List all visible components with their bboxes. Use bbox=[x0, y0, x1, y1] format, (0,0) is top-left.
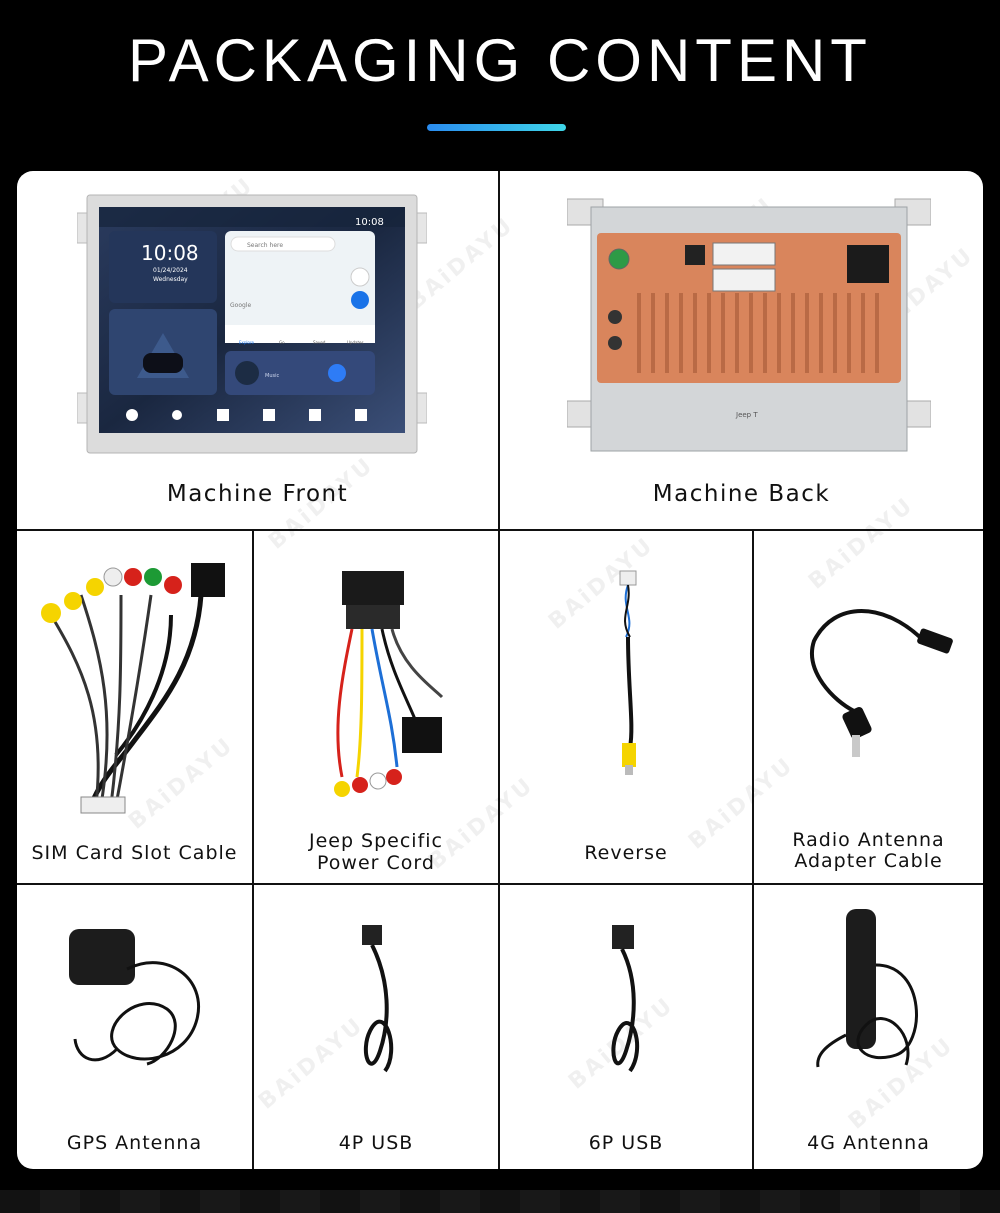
screen-nav-saved: Saved bbox=[313, 340, 326, 345]
gps-antenna-label: GPS Antenna bbox=[66, 1132, 203, 1154]
sim-cable-image bbox=[41, 563, 225, 814]
usb-6p-image bbox=[611, 925, 640, 1073]
item-6p-usb: 6P USB bbox=[500, 885, 752, 1169]
item-jeep-power-cord: Jeep Specific Power Cord bbox=[254, 531, 498, 883]
screen-music-label: Music bbox=[265, 373, 280, 379]
usb-4p-label: 4P USB bbox=[338, 1132, 414, 1154]
jeep-power-cord-label-line1: Jeep Specific bbox=[308, 830, 444, 852]
grid-divider bbox=[498, 171, 500, 1169]
bottom-strip bbox=[0, 1190, 1000, 1213]
item-sim-card-slot-cable: SIM Card Slot Cable bbox=[17, 531, 252, 883]
screen-google-label: Google bbox=[230, 302, 252, 309]
sim-cable-label: SIM Card Slot Cable bbox=[31, 842, 238, 864]
item-4g-antenna: 4G Antenna bbox=[754, 885, 983, 1169]
machine-front-label: Machine Front bbox=[166, 481, 349, 507]
machine-back-image bbox=[567, 198, 931, 452]
radio-antenna-label-line2: Adapter Cable bbox=[794, 850, 943, 872]
item-radio-antenna-adapter: Radio Antenna Adapter Cable bbox=[754, 531, 983, 883]
usb-6p-label: 6P USB bbox=[588, 1132, 664, 1154]
packaging-panel: BAiDAYU BAiDAYU BAiDAYU BAiDAYU BAiDAYU … bbox=[17, 171, 983, 1169]
radio-antenna-label-line1: Radio Antenna bbox=[792, 829, 945, 851]
grid-divider bbox=[752, 529, 754, 1169]
item-machine-front: 10:08 10:08 01/24/2024 Wednesday Search … bbox=[17, 171, 498, 529]
screen-nav-explore: Explore bbox=[239, 340, 255, 345]
grid-divider bbox=[17, 529, 983, 531]
usb-4p-image bbox=[362, 925, 394, 1073]
screen-search-input: Search here bbox=[247, 242, 284, 249]
gps-antenna-image bbox=[69, 929, 200, 1066]
jeep-power-cord-image bbox=[334, 571, 444, 797]
item-machine-back: Jeep T Machine Back bbox=[500, 171, 983, 529]
screen-day: Wednesday bbox=[153, 276, 188, 283]
jeep-power-cord-label-line2: Power Cord bbox=[317, 852, 435, 874]
title-underline bbox=[427, 124, 566, 131]
page-title: PACKAGING CONTENT bbox=[128, 27, 872, 94]
grid-divider bbox=[17, 883, 983, 885]
item-reverse: Reverse bbox=[500, 531, 752, 883]
screen-nav-updates: Updates bbox=[347, 340, 364, 345]
screen-nav-go: Go bbox=[279, 340, 285, 345]
reverse-label: Reverse bbox=[584, 842, 668, 864]
item-gps-antenna: GPS Antenna bbox=[17, 885, 252, 1169]
screen-status-time: 10:08 bbox=[355, 217, 384, 228]
reverse-cable-image bbox=[619, 570, 637, 775]
machine-back-sticker: Jeep T bbox=[736, 411, 758, 419]
item-4p-usb: 4P USB bbox=[254, 885, 498, 1169]
screen-date: 01/24/2024 bbox=[153, 267, 188, 274]
antenna-4g-label: 4G Antenna bbox=[807, 1132, 930, 1154]
grid-divider bbox=[252, 529, 254, 1169]
machine-back-label: Machine Back bbox=[652, 481, 831, 507]
screen-clock: 10:08 bbox=[141, 241, 199, 265]
antenna-4g-image bbox=[816, 909, 918, 1068]
machine-front-image bbox=[77, 194, 427, 454]
radio-antenna-adapter-image bbox=[810, 609, 953, 757]
